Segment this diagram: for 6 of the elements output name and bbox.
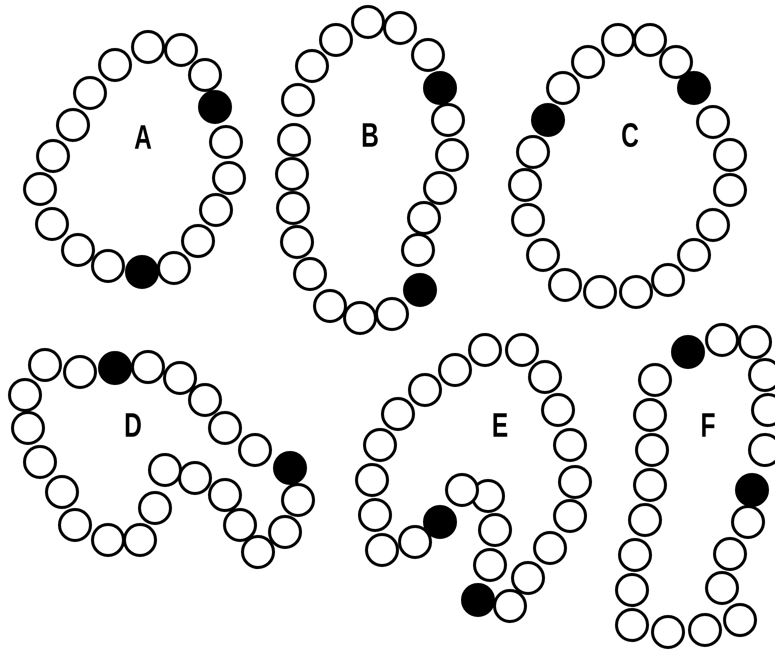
letter-label: F (702, 413, 715, 437)
letter-label: C (622, 122, 638, 148)
letter-label: E (493, 413, 508, 437)
letter-label: B (362, 123, 378, 147)
letter-label: D (126, 413, 141, 437)
letter-label: A (134, 125, 152, 149)
